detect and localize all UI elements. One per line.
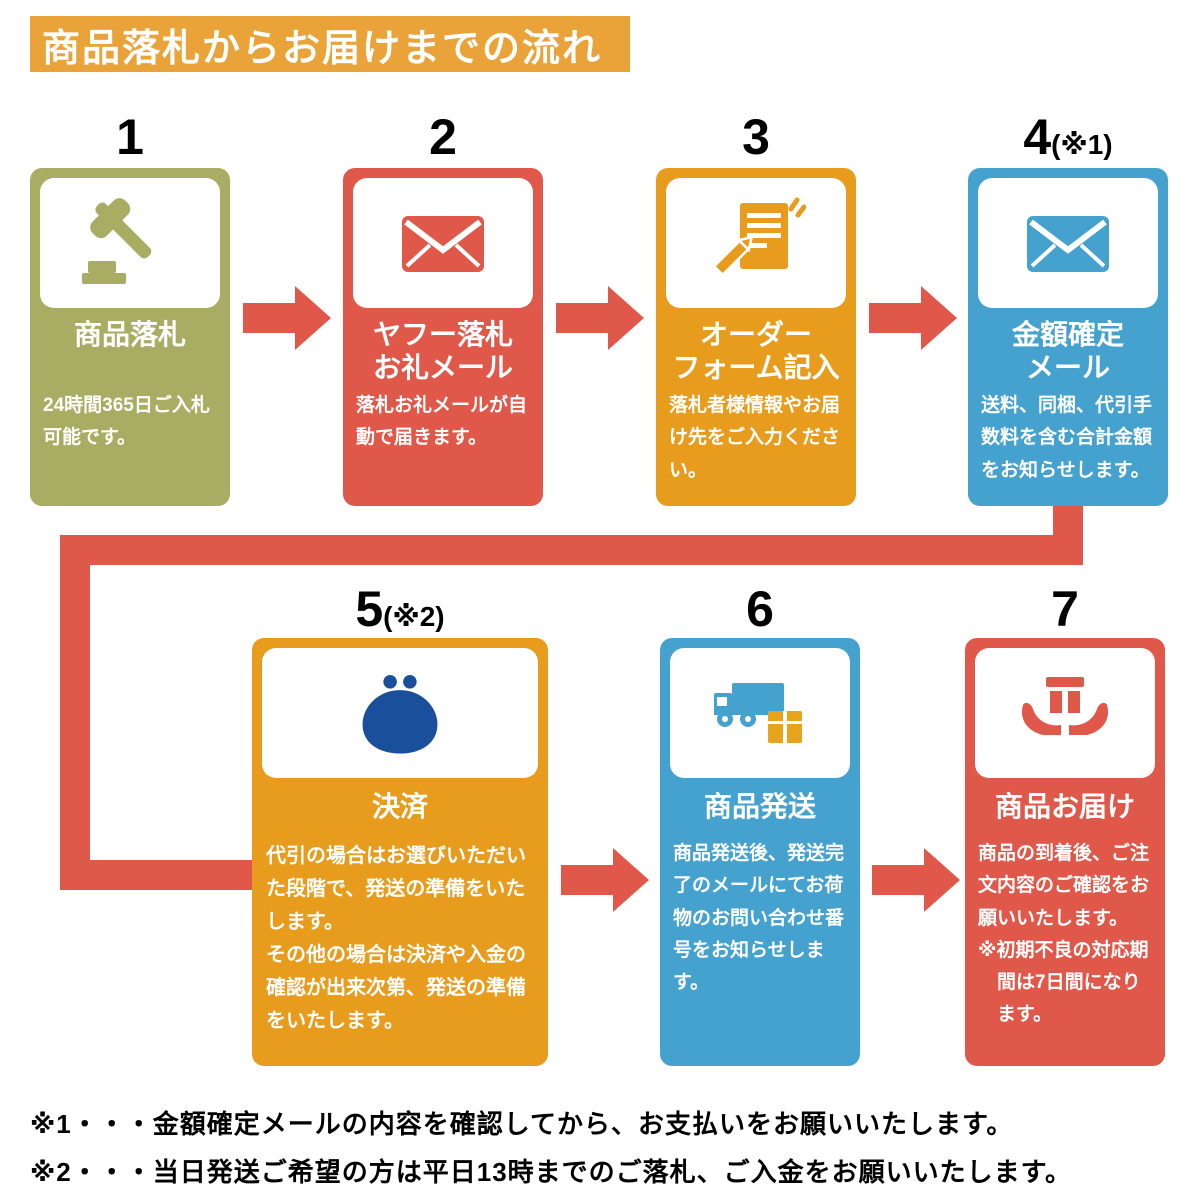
step-title-line: 決済	[371, 791, 428, 822]
step-icon-box	[978, 178, 1158, 308]
step-title: 決済	[252, 790, 548, 830]
mail-icon	[402, 216, 484, 272]
order-form-icon	[713, 197, 806, 276]
step-card-shipping: 商品発送 商品発送後、発送完了のメールにてお荷物のお問い合わせ番号をお知らせしま…	[660, 638, 860, 1066]
step-title: 商品お届け	[965, 790, 1165, 830]
step-title: 商品発送	[660, 790, 860, 830]
coin-purse-icon	[362, 675, 438, 754]
step-number-text: 3	[742, 109, 770, 165]
step-number-2: 2	[343, 108, 543, 166]
step-number-text: 5	[355, 581, 384, 637]
step-card-payment: 決済 代引の場合はお選びいただいた段階で、発送の準備をいたします。 その他の場合…	[252, 638, 548, 1066]
mail-icon	[1027, 216, 1109, 272]
step-number-1: 1	[30, 108, 230, 166]
step-description: 商品の到着後、ご注文内容のご確認をお願いいたします。	[978, 843, 1150, 929]
step-description: 落札お礼メールが自動で届きます。	[356, 395, 528, 449]
step-description: 送料、同梱、代引手数料を含む合計金額をお知らせします。	[981, 395, 1153, 481]
step-number-text: 2	[429, 109, 457, 165]
step-title-line: 商品お届け	[994, 791, 1135, 822]
flow-arrow-right	[872, 848, 960, 912]
step-number-text: 6	[746, 581, 774, 637]
step-description-note: ※初期不良の対応期間は7日間になります。	[978, 939, 1149, 1026]
step-description: 商品発送後、発送完了のメールにてお荷物のお問い合わせ番号をお知らせします。	[673, 843, 845, 994]
step-title-line: メール	[1025, 352, 1110, 384]
step-number-text: 7	[1051, 581, 1079, 637]
step-card-price-mail: 金額確定 メール 送料、同梱、代引手数料を含む合計金額をお知らせします。	[968, 168, 1168, 506]
flow-arrow-right	[243, 286, 331, 350]
step-card-delivery: 商品お届け 商品の到着後、ご注文内容のご確認をお願いいたします。 ※初期不良の対…	[965, 638, 1165, 1066]
flow-connector-segment	[60, 535, 90, 890]
step-icon-box	[262, 648, 538, 778]
step-number-5: 5(※2)	[252, 580, 548, 638]
step-description: 24時間365日ご入札可能です。	[43, 395, 210, 449]
truck-box-icon	[714, 683, 802, 743]
step-title: 金額確定 メール	[968, 318, 1168, 384]
delivery-hands-icon	[1021, 677, 1109, 735]
flow-arrow-right	[561, 848, 649, 912]
flow-connector-segment	[60, 535, 1083, 565]
step-title-line: 商品発送	[703, 791, 816, 822]
step-number-suffix: (※1)	[1051, 129, 1113, 160]
step-number-text: 4	[1023, 109, 1052, 165]
step-icon-box	[40, 178, 220, 308]
step-title-line: 金額確定	[1011, 319, 1124, 350]
header-banner: 商品落札からお届けまでの流れ	[30, 16, 630, 72]
step-title: ヤフー落札 お礼メール	[343, 318, 543, 384]
step-title-line: 商品落札	[73, 319, 186, 350]
step-number-suffix: (※2)	[383, 601, 445, 632]
step-title: オーダー フォーム記入	[656, 318, 856, 384]
step-title-line: オーダー	[699, 319, 812, 350]
gavel-icon	[82, 198, 152, 284]
flow-connector-segment	[60, 860, 260, 890]
flow-arrow-right	[556, 286, 644, 350]
step-icon-box	[353, 178, 533, 308]
step-icon-box	[666, 178, 846, 308]
step-title-line: お礼メール	[372, 352, 513, 384]
step-number-7: 7	[965, 580, 1165, 638]
step-number-6: 6	[660, 580, 860, 638]
page-title: 商品落札からお届けまでの流れ	[42, 27, 603, 70]
flow-arrow-right	[869, 286, 957, 350]
step-card-thanks-mail: ヤフー落札 お礼メール 落札お礼メールが自動で届きます。	[343, 168, 543, 506]
step-title-line: フォーム記入	[672, 352, 840, 384]
step-title: 商品落札	[30, 318, 230, 382]
footnote-1: ※1・・・金額確定メールの内容を確認してから、お支払いをお願いいたします。	[30, 1109, 1014, 1139]
step-icon-box	[670, 648, 850, 778]
step-description: 代引の場合はお選びいただいた段階で、発送の準備をいたします。 その他の場合は決済…	[266, 845, 526, 1032]
step-number-3: 3	[656, 108, 856, 166]
step-card-auction: 商品落札 24時間365日ご入札可能です。	[30, 168, 230, 506]
step-title-line: ヤフー落札	[372, 319, 513, 350]
step-description: 落札者様情報やお届け先をご入力ください。	[669, 395, 841, 481]
footnote-2: ※2・・・当日発送ご希望の方は平日13時までのご落札、ご入金をお願いいたします。	[30, 1157, 1073, 1187]
step-card-order-form: オーダー フォーム記入 落札者様情報やお届け先をご入力ください。	[656, 168, 856, 506]
step-number-4: 4(※1)	[968, 108, 1168, 166]
step-number-text: 1	[116, 109, 144, 165]
step-icon-box	[975, 648, 1155, 778]
